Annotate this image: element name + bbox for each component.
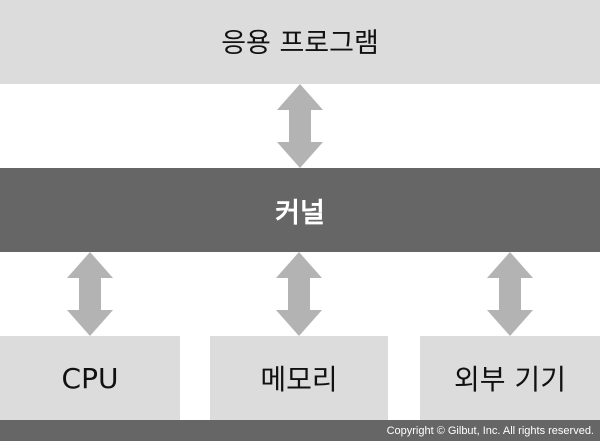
external-device-label: 외부 기기 — [454, 363, 566, 396]
copyright-footer: Copyright © Gilbut, Inc. All rights rese… — [0, 420, 600, 441]
hardware-cpu: CPU — [0, 336, 180, 420]
application-label: 응용 프로그램 — [221, 27, 379, 59]
arrow-kernel-memory — [276, 252, 322, 336]
application-layer: 응용 프로그램 — [0, 0, 600, 84]
kernel-label: 커널 — [275, 197, 325, 229]
copyright-text: Copyright © Gilbut, Inc. All rights rese… — [386, 424, 594, 437]
arrow-app-kernel — [277, 84, 323, 168]
arrow-kernel-cpu — [67, 252, 113, 336]
kernel-layer: 커널 — [0, 168, 600, 252]
hardware-external-device: 외부 기기 — [420, 336, 600, 420]
arrow-kernel-external — [487, 252, 533, 336]
hardware-memory: 메모리 — [210, 336, 388, 420]
memory-label: 메모리 — [260, 363, 338, 396]
cpu-label: CPU — [61, 361, 119, 395]
